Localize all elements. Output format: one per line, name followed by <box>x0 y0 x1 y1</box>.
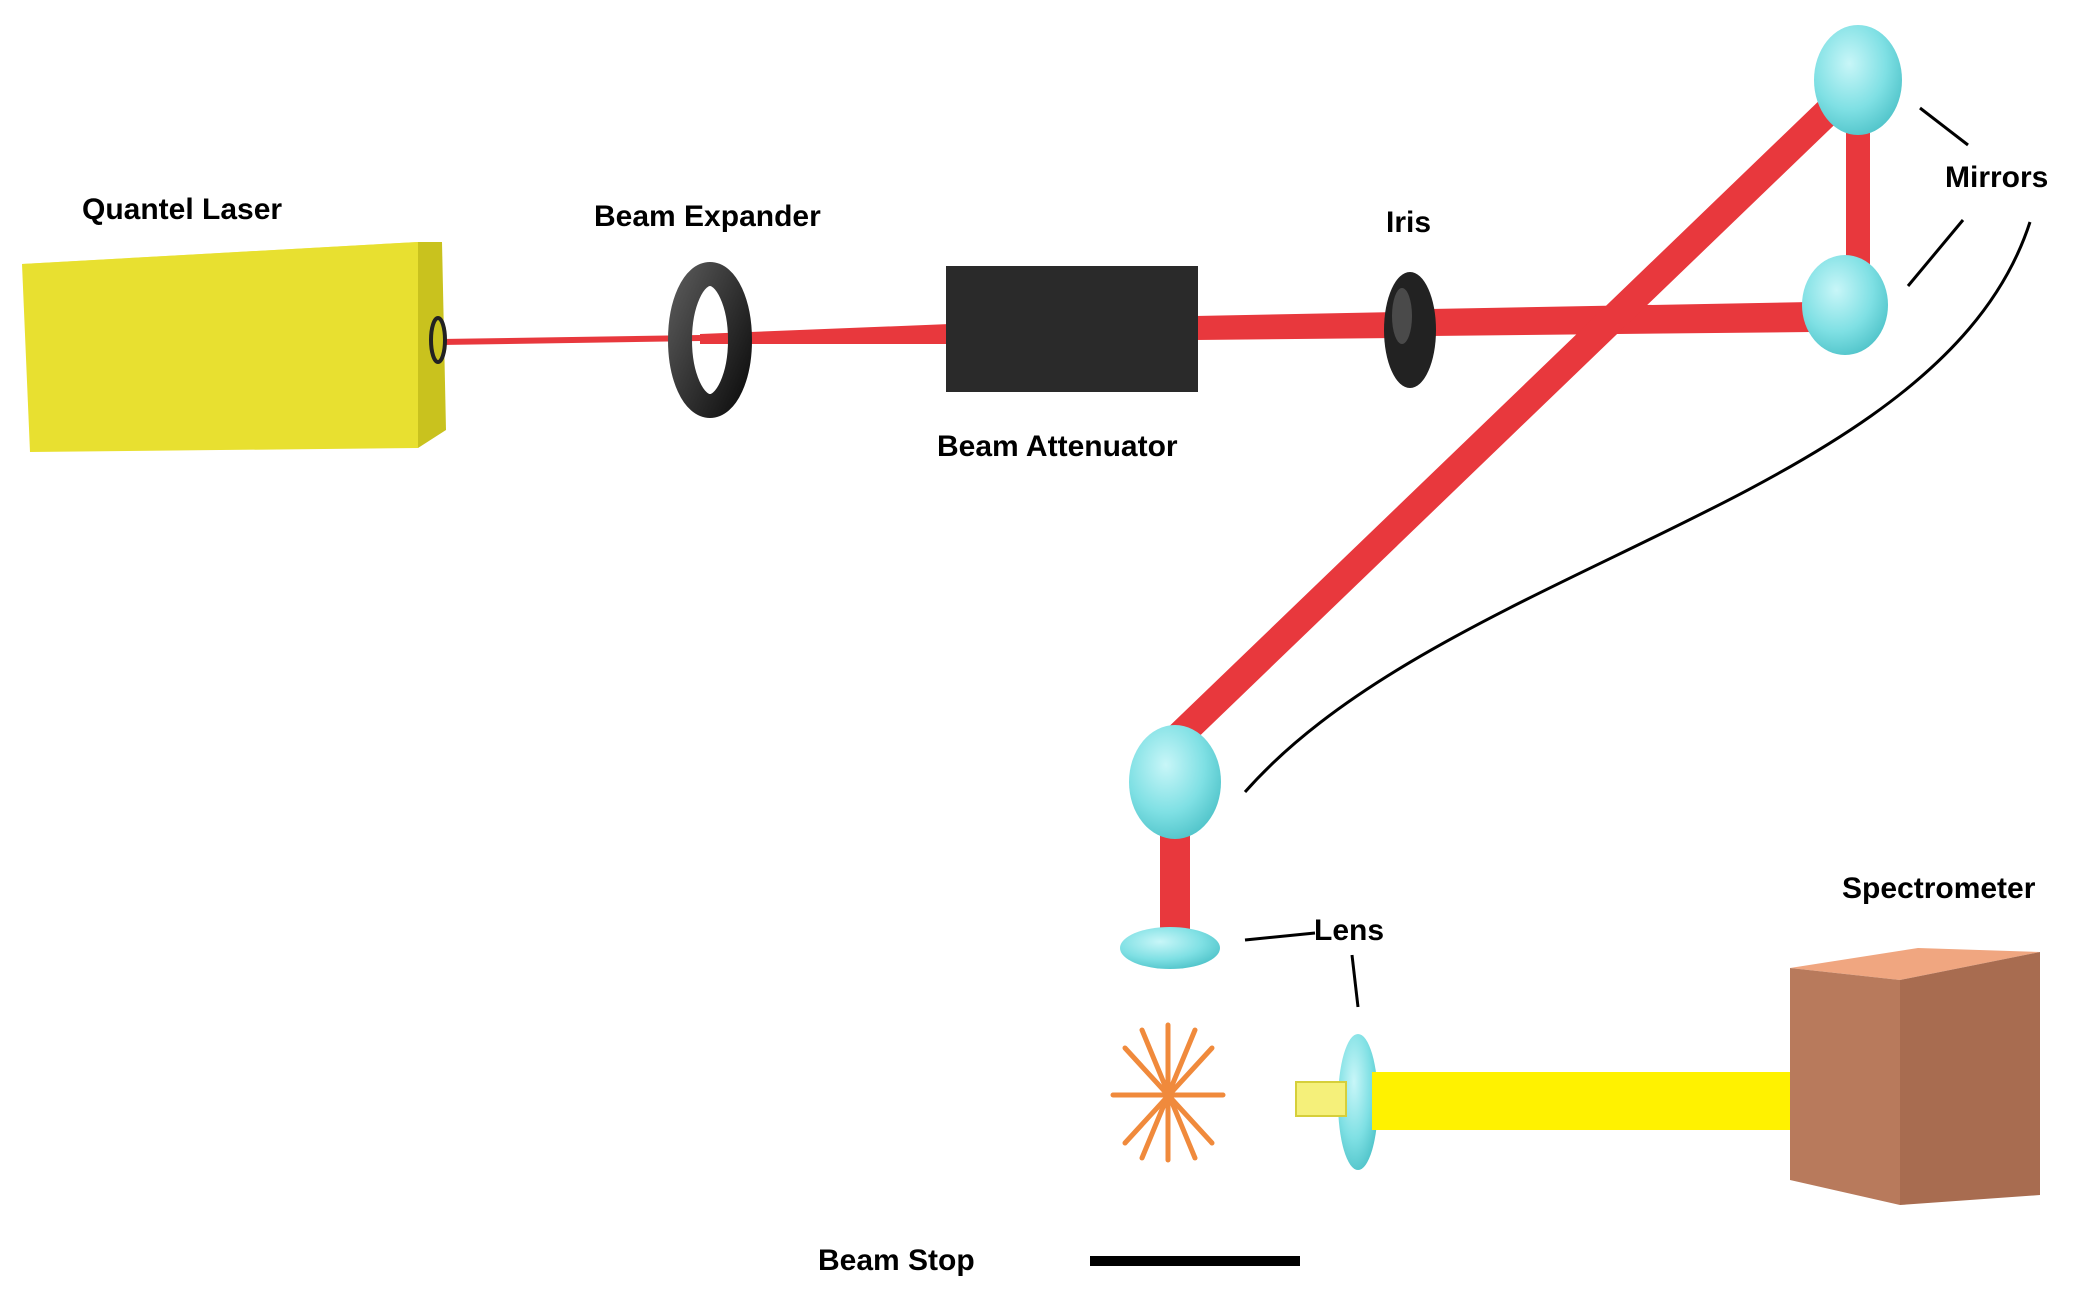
label-beam-stop: Beam Stop <box>818 1244 975 1277</box>
lens-leader-top <box>1244 931 1316 942</box>
spectrometer-box <box>1790 948 2040 1205</box>
beam-segment-mirror-mirror <box>1846 120 1870 270</box>
mirrors-leader-middle <box>1906 219 1965 287</box>
collection-lens <box>1338 1034 1378 1170</box>
spectrometer-front-face <box>1790 968 1900 1205</box>
iris-highlight <box>1392 288 1412 344</box>
beam-segment-attenuator-iris <box>1195 312 1400 340</box>
laser-front-face <box>22 242 418 452</box>
emission-beam-long <box>1372 1072 1836 1130</box>
label-beam-attenuator: Beam Attenuator <box>937 430 1178 463</box>
beam-segment-mirror-lens <box>1160 830 1190 935</box>
label-mirrors: Mirrors <box>1945 161 2048 194</box>
beam-stop-bar <box>1090 1256 1300 1266</box>
beam-attenuator-box <box>946 266 1198 392</box>
label-spectrometer: Spectrometer <box>1842 872 2036 905</box>
beam-segment-laser-expander <box>439 335 701 345</box>
label-beam-expander: Beam Expander <box>594 200 821 233</box>
spectrometer-top-face <box>1790 948 2040 980</box>
mirror-middle-right <box>1802 255 1888 355</box>
laser-beam-path <box>439 86 1870 935</box>
label-lens: Lens <box>1314 914 1384 947</box>
quantel-laser <box>22 242 447 452</box>
beam-segment-expander-attenuator <box>700 324 950 344</box>
beam-segment-mirror-diagonal <box>1156 86 1854 759</box>
mirrors-leader-bottom <box>1243 221 2032 793</box>
mirror-top-right <box>1814 25 1902 135</box>
lens-leader-bottom <box>1350 954 1360 1008</box>
label-iris: Iris <box>1386 206 1431 239</box>
spectrometer-side-face <box>1900 952 2040 1205</box>
plasma-spark-icon <box>1110 1022 1226 1163</box>
beam-expander-ring <box>668 262 752 418</box>
focusing-lens <box>1120 927 1220 969</box>
mirrors <box>1129 25 1902 839</box>
laser-aperture <box>429 316 447 364</box>
leader-lines <box>1243 106 2032 1008</box>
mirror-bottom-left <box>1129 725 1221 839</box>
mirrors-leader-top <box>1919 106 1969 147</box>
emission-beam-short <box>1295 1081 1347 1117</box>
label-quantel-laser: Quantel Laser <box>82 193 282 226</box>
